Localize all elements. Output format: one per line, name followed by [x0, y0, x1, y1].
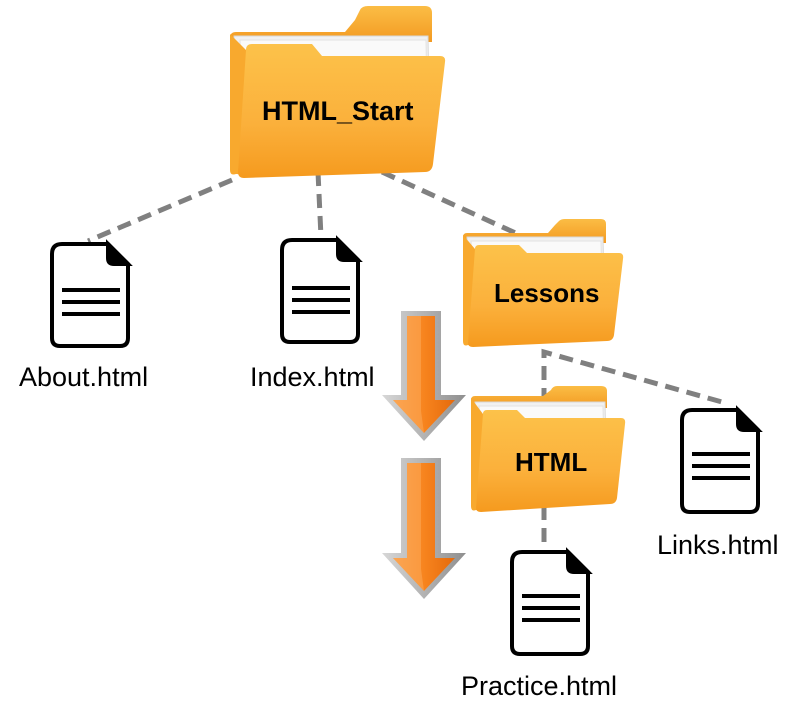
- file-practice-label: Practice.html: [461, 671, 618, 701]
- folder-icon: [471, 386, 626, 512]
- folder-icon: [463, 219, 624, 347]
- connector-root-about: [87, 177, 233, 244]
- folder-root[interactable]: [230, 6, 446, 178]
- folder-icon: [230, 6, 446, 178]
- arrow-down-icon: [382, 458, 466, 599]
- file-icon: [510, 547, 593, 656]
- file-links-label: Links.html: [657, 530, 779, 560]
- file-index-label: Index.html: [250, 362, 375, 392]
- file-about[interactable]: [50, 239, 133, 348]
- file-icon: [280, 235, 363, 344]
- file-about-label: About.html: [19, 362, 149, 392]
- folder-html-label: HTML: [515, 447, 588, 477]
- arrow-1: [382, 311, 466, 441]
- file-index[interactable]: [280, 235, 363, 344]
- file-icon: [50, 239, 133, 348]
- file-icon: [680, 405, 763, 514]
- file-links[interactable]: [680, 405, 763, 514]
- connector-root-index: [315, 171, 324, 238]
- folder-html[interactable]: [471, 386, 626, 512]
- folder-lessons-label: Lessons: [494, 278, 600, 308]
- arrow-2: [382, 458, 466, 599]
- connectors: [87, 169, 723, 548]
- folder-lessons[interactable]: [463, 219, 624, 347]
- connector-root-lessons: [380, 169, 524, 239]
- file-practice[interactable]: [510, 547, 593, 656]
- arrow-down-icon: [382, 311, 466, 441]
- folder-root-label: HTML_Start: [262, 96, 414, 126]
- connector-lessons-html: [541, 348, 723, 405]
